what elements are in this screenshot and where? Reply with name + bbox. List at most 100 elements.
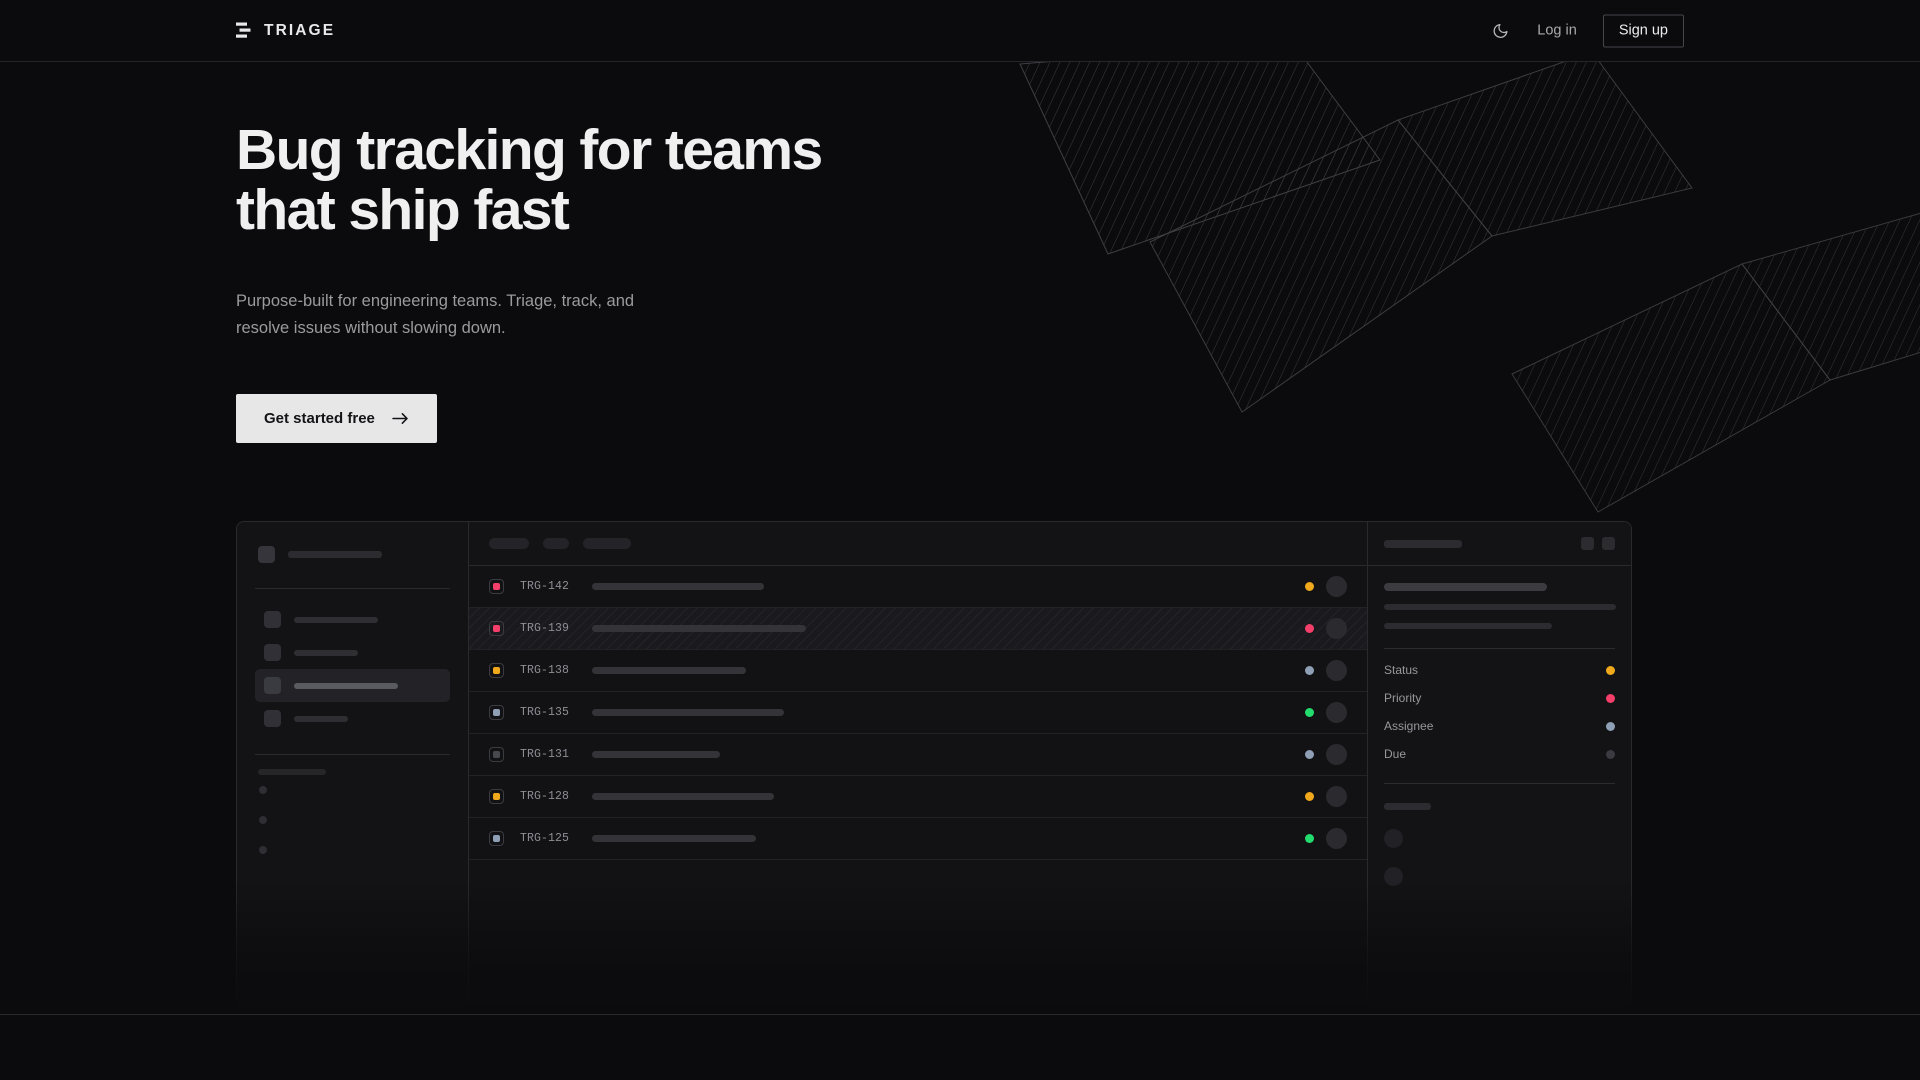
issue-title-placeholder bbox=[592, 625, 806, 632]
detail-field-priority[interactable]: Priority bbox=[1384, 677, 1615, 705]
sidebar-nav bbox=[255, 603, 450, 735]
issue-id: TRG-139 bbox=[520, 622, 570, 635]
issue-id: TRG-125 bbox=[520, 832, 570, 845]
status-dot[interactable] bbox=[1305, 666, 1314, 675]
issue-row[interactable]: TRG-128 bbox=[469, 776, 1367, 818]
sidebar-sub-dot bbox=[259, 786, 267, 794]
sidebar-item-label bbox=[294, 715, 348, 722]
detail-header-actions bbox=[1581, 537, 1615, 550]
get-started-button[interactable]: Get started free bbox=[236, 394, 437, 444]
detail-field-value bbox=[1606, 749, 1615, 759]
status-dot[interactable] bbox=[1305, 750, 1314, 759]
detail-activity-label bbox=[1384, 803, 1431, 810]
assignee-avatar[interactable] bbox=[1326, 828, 1347, 849]
assignee-avatar[interactable] bbox=[1326, 702, 1347, 723]
site-header: TRIAGE Log in Sign up bbox=[0, 0, 1920, 62]
sidebar-item-3[interactable] bbox=[255, 702, 450, 735]
workspace-name-placeholder bbox=[288, 551, 382, 558]
sidebar-sub-dot bbox=[259, 846, 267, 854]
status-dot[interactable] bbox=[1305, 624, 1314, 633]
issue-row[interactable]: TRG-138 bbox=[469, 650, 1367, 692]
more-icon[interactable] bbox=[1602, 537, 1615, 550]
detail-breadcrumb-placeholder bbox=[1384, 539, 1462, 548]
status-dot[interactable] bbox=[1305, 708, 1314, 717]
status-dot[interactable] bbox=[1305, 834, 1314, 843]
sidebar-sub-item-0[interactable] bbox=[255, 775, 450, 805]
sidebar-item-icon bbox=[264, 644, 281, 661]
sidebar-divider bbox=[255, 588, 450, 589]
priority-icon[interactable] bbox=[489, 579, 504, 594]
sidebar-divider-2 bbox=[255, 754, 450, 755]
sidebar-item-2[interactable] bbox=[255, 669, 450, 702]
issue-row-meta bbox=[1305, 576, 1347, 597]
sidebar-item-1[interactable] bbox=[255, 636, 450, 669]
priority-icon[interactable] bbox=[489, 747, 504, 762]
issue-row[interactable]: TRG-139 bbox=[469, 608, 1367, 650]
issue-row-meta bbox=[1305, 828, 1347, 849]
issue-title-placeholder bbox=[592, 835, 756, 842]
issue-row-meta bbox=[1305, 702, 1347, 723]
issue-row[interactable]: TRG-135 bbox=[469, 692, 1367, 734]
detail-field-assignee[interactable]: Assignee bbox=[1384, 705, 1615, 733]
assignee-avatar[interactable] bbox=[1326, 744, 1347, 765]
detail-description-placeholder bbox=[1384, 604, 1616, 629]
detail-field-label: Priority bbox=[1384, 691, 1422, 705]
workspace-avatar bbox=[258, 546, 275, 563]
moon-icon bbox=[1493, 23, 1508, 38]
sidebar-sub-dot bbox=[259, 816, 267, 824]
detail-title-placeholder bbox=[1384, 583, 1547, 591]
issue-title-placeholder bbox=[592, 667, 746, 674]
issue-row[interactable]: TRG-142 bbox=[469, 566, 1367, 608]
sidebar-sub-item-1[interactable] bbox=[255, 805, 450, 835]
theme-toggle-button[interactable] bbox=[1489, 20, 1511, 42]
issue-title-placeholder bbox=[592, 709, 784, 716]
status-dot[interactable] bbox=[1305, 792, 1314, 801]
assignee-avatar[interactable] bbox=[1326, 576, 1347, 597]
detail-field-label: Status bbox=[1384, 663, 1419, 677]
workspace-switcher[interactable] bbox=[255, 540, 450, 569]
priority-icon[interactable] bbox=[489, 705, 504, 720]
sidebar-section-label bbox=[258, 769, 326, 775]
toolbar-filter-0[interactable] bbox=[489, 538, 529, 549]
issue-row[interactable]: TRG-125 bbox=[469, 818, 1367, 860]
signup-button[interactable]: Sign up bbox=[1602, 14, 1684, 47]
list-empty-space bbox=[469, 860, 1367, 1016]
issue-list-toolbar bbox=[469, 522, 1367, 566]
detail-field-status[interactable]: Status bbox=[1384, 649, 1615, 677]
priority-icon[interactable] bbox=[489, 621, 504, 636]
toolbar-filter-1[interactable] bbox=[543, 538, 569, 549]
issue-row-meta bbox=[1305, 660, 1347, 681]
sidebar-item-0[interactable] bbox=[255, 603, 450, 636]
status-dot[interactable] bbox=[1305, 582, 1314, 591]
assignee-avatar[interactable] bbox=[1326, 660, 1347, 681]
issue-row[interactable]: TRG-131 bbox=[469, 734, 1367, 776]
priority-icon[interactable] bbox=[489, 789, 504, 804]
sidebar-sub-item-2[interactable] bbox=[255, 835, 450, 865]
sidebar-item-icon bbox=[264, 677, 281, 694]
header-actions: Log in Sign up bbox=[1489, 14, 1684, 47]
detail-field-due[interactable]: Due bbox=[1384, 733, 1615, 761]
assignee-avatar[interactable] bbox=[1326, 786, 1347, 807]
edit-icon[interactable] bbox=[1581, 537, 1594, 550]
priority-icon[interactable] bbox=[489, 831, 504, 846]
page-bottom-divider bbox=[0, 1014, 1920, 1015]
detail-field-value bbox=[1606, 721, 1615, 731]
detail-divider-2 bbox=[1384, 783, 1615, 784]
issue-title-placeholder bbox=[592, 751, 720, 758]
get-started-label: Get started free bbox=[264, 410, 375, 428]
toolbar-filter-2[interactable] bbox=[583, 538, 631, 549]
assignee-avatar[interactable] bbox=[1326, 618, 1347, 639]
mockup-sidebar bbox=[237, 522, 469, 1016]
detail-field-value bbox=[1606, 665, 1615, 675]
issue-id: TRG-138 bbox=[520, 664, 570, 677]
brand-logo[interactable]: TRIAGE bbox=[236, 22, 335, 40]
priority-icon[interactable] bbox=[489, 663, 504, 678]
login-link[interactable]: Log in bbox=[1537, 22, 1577, 39]
issue-id: TRG-131 bbox=[520, 748, 570, 761]
issue-row-meta bbox=[1305, 786, 1347, 807]
